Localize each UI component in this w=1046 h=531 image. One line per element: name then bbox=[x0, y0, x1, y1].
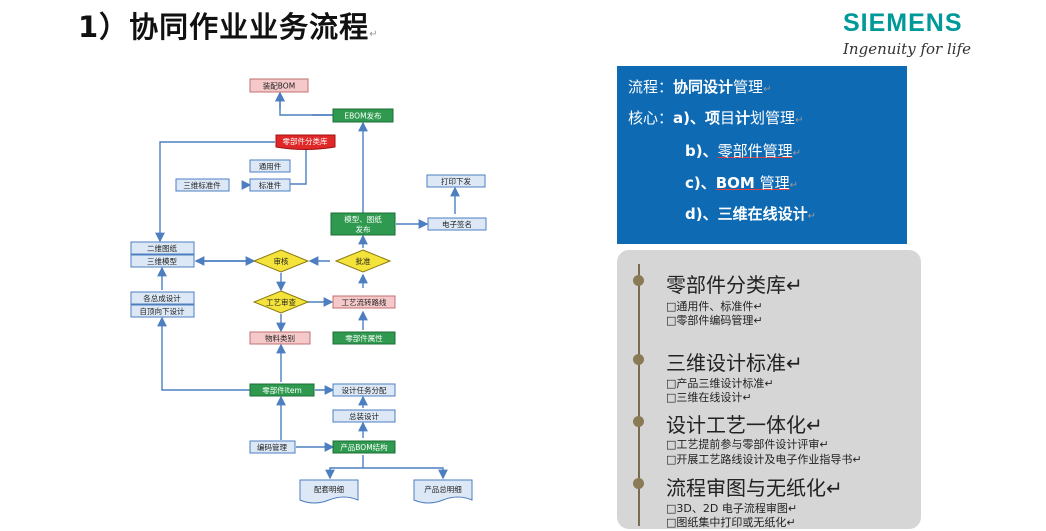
flow-box-task-assign: 设计任务分配 bbox=[332, 383, 396, 397]
timeline-dot-4 bbox=[633, 478, 644, 489]
flow-box-material-type: 物料类别 bbox=[249, 331, 311, 345]
core-line-c: c)、BOM 管理↵ bbox=[685, 174, 799, 192]
flow-box-common-part: 通用件 bbox=[249, 159, 291, 173]
flow-box-code-mgmt: 编码管理 bbox=[249, 440, 296, 454]
svg-text:工艺审查: 工艺审查 bbox=[266, 297, 296, 307]
flow-box-std-3d: 三维标准件 bbox=[175, 178, 230, 192]
flow-box-model-3d: 三维模型 bbox=[130, 254, 195, 268]
flow-diamond-approve: 批准 bbox=[334, 249, 392, 273]
core-line-d: d)、三维在线设计↵ bbox=[685, 205, 816, 223]
flow-box-part-item: 零部件Item bbox=[249, 383, 315, 397]
page-title-text: 1）协同作业业务流程 bbox=[78, 10, 370, 44]
svg-text:产品BOM结构: 产品BOM结构 bbox=[340, 442, 388, 452]
timeline-dot-2 bbox=[633, 354, 644, 365]
siemens-logo: SIEMENS Ingenuity for life bbox=[843, 9, 1003, 59]
svg-text:工艺流转路线: 工艺流转路线 bbox=[342, 297, 387, 307]
svg-text:批准: 批准 bbox=[356, 256, 371, 266]
svg-text:通用件: 通用件 bbox=[259, 161, 282, 171]
svg-text:打印下发: 打印下发 bbox=[441, 176, 471, 186]
svg-text:产品总明细: 产品总明细 bbox=[424, 484, 462, 494]
flow-diamond-review: 审核 bbox=[252, 249, 310, 273]
flow-box-zhuangpei-bom: 装配BOM bbox=[249, 78, 309, 93]
feature-item-4-1: □3D、2D 电子流程审图↵ bbox=[666, 502, 798, 515]
feature-item-2-2: □三维在线设计↵ bbox=[666, 391, 752, 404]
flow-box-product-bom: 产品BOM结构 bbox=[332, 440, 396, 454]
feature-item-1-2: □零部件编码管理↵ bbox=[666, 314, 763, 327]
feature-item-3-2: □开展工艺路线设计及电子作业指导书↵ bbox=[666, 453, 862, 466]
timeline-line bbox=[638, 264, 640, 526]
svg-text:零部件分类库: 零部件分类库 bbox=[283, 136, 328, 146]
svg-text:审核: 审核 bbox=[274, 256, 289, 266]
flow-box-overall-design: 总装设计 bbox=[332, 409, 396, 423]
feature-head-1: 零部件分类库↵ bbox=[666, 273, 803, 297]
svg-text:各总成设计: 各总成设计 bbox=[143, 293, 181, 303]
flow-doc-kit-list: 配套明细 bbox=[299, 479, 359, 504]
flow-box-ebom-publish: EBOM发布 bbox=[332, 108, 394, 123]
flow-box-part-attr: 零部件属性 bbox=[332, 331, 396, 345]
flow-arrows bbox=[155, 91, 460, 480]
svg-text:标准件: 标准件 bbox=[259, 180, 282, 190]
feature-item-4-2: □图纸集中打印或无纸化↵ bbox=[666, 516, 796, 529]
logo-tagline: Ingenuity for life bbox=[843, 40, 971, 58]
flow-box-model-publish: 模型、图纸发布 bbox=[330, 212, 396, 236]
feature-head-3: 设计工艺一体化↵ bbox=[666, 413, 823, 437]
core-line-b: b)、零部件管理↵ bbox=[685, 142, 801, 160]
feature-list-panel: 零部件分类库↵ □通用件、标准件↵ □零部件编码管理↵ 三维设计标准↵ □产品三… bbox=[617, 250, 921, 529]
svg-text:电子签名: 电子签名 bbox=[442, 219, 472, 229]
feature-item-1-1: □通用件、标准件↵ bbox=[666, 300, 763, 313]
flow-doc-product-list: 产品总明细 bbox=[413, 479, 473, 504]
feature-head-4: 流程审图与无纸化↵ bbox=[666, 476, 843, 500]
flow-box-assembly-design: 各总成设计 bbox=[130, 291, 195, 305]
timeline-dot-1 bbox=[633, 275, 644, 286]
flow-box-std-part: 标准件 bbox=[249, 178, 291, 192]
flow-box-top-down: 自顶向下设计 bbox=[130, 304, 195, 318]
svg-text:零部件属性: 零部件属性 bbox=[345, 333, 383, 343]
flow-box-drawing-2d: 二维图纸 bbox=[130, 241, 195, 255]
svg-text:三维模型: 三维模型 bbox=[147, 256, 177, 266]
svg-text:编码管理: 编码管理 bbox=[257, 442, 287, 452]
flow-box-process-route: 工艺流转路线 bbox=[332, 295, 396, 309]
svg-text:物料类别: 物料类别 bbox=[265, 333, 295, 343]
svg-text:二维图纸: 二维图纸 bbox=[147, 243, 177, 253]
logo-name: SIEMENS bbox=[843, 9, 963, 37]
svg-text:模型、图纸发布: 模型、图纸发布 bbox=[344, 214, 382, 234]
flow-box-e-sign: 电子签名 bbox=[427, 217, 487, 231]
svg-text:EBOM发布: EBOM发布 bbox=[344, 111, 382, 121]
page-title: 1）协同作业业务流程↵ bbox=[78, 10, 379, 44]
feature-item-3-1: □工艺提前参与零部件设计评审↵ bbox=[666, 438, 829, 451]
flow-diagram: 装配BOM EBOM发布 零部件分类库 通用件 三维标准件 标准件 打印下发 bbox=[130, 78, 487, 504]
svg-text:装配BOM: 装配BOM bbox=[263, 81, 295, 91]
flow-box-part-library: 零部件分类库 bbox=[275, 134, 336, 150]
svg-text:总装设计: 总装设计 bbox=[349, 411, 379, 421]
flow-diamond-process-review: 工艺审查 bbox=[252, 290, 310, 314]
process-line: 流程：协同设计管理↵ bbox=[628, 78, 772, 96]
feature-item-2-1: □产品三维设计标准↵ bbox=[666, 377, 774, 390]
core-line-a: 核心：a)、项目计划管理↵ bbox=[628, 109, 804, 127]
svg-text:零部件Item: 零部件Item bbox=[262, 385, 302, 395]
svg-text:三维标准件: 三维标准件 bbox=[183, 180, 221, 190]
process-info-panel: 流程：协同设计管理↵ 核心：a)、项目计划管理↵ b)、零部件管理↵ c)、BO… bbox=[617, 66, 907, 244]
svg-text:设计任务分配: 设计任务分配 bbox=[342, 385, 387, 395]
svg-text:配套明细: 配套明细 bbox=[314, 484, 344, 494]
feature-head-2: 三维设计标准↵ bbox=[666, 351, 803, 375]
timeline-dot-3 bbox=[633, 416, 644, 427]
svg-text:自顶向下设计: 自顶向下设计 bbox=[140, 306, 185, 316]
flow-box-print-issue: 打印下发 bbox=[426, 174, 486, 188]
